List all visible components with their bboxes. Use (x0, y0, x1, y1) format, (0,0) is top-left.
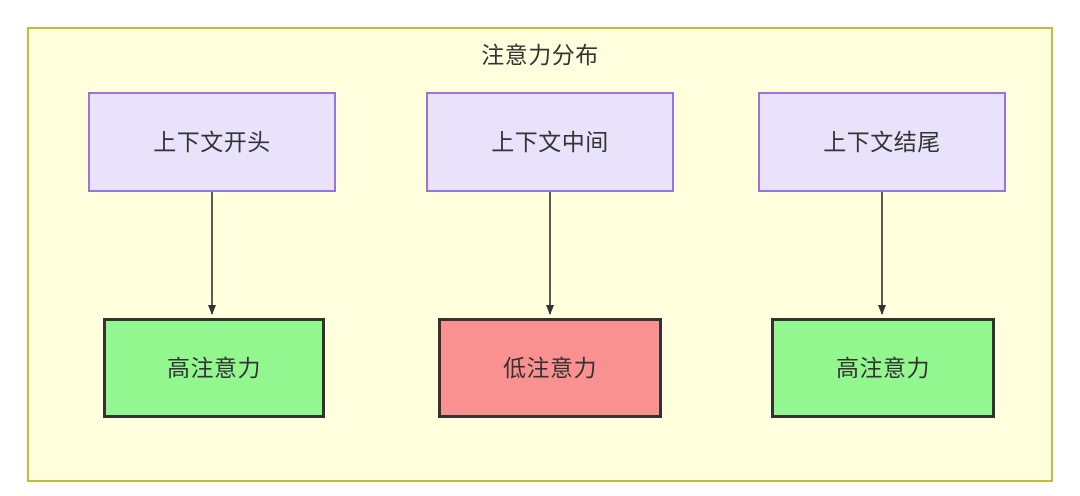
diagram-title: 注意力分布 (481, 42, 599, 68)
node-context-middle[interactable]: 上下文中间 (426, 92, 674, 192)
node-context-end[interactable]: 上下文结尾 (758, 92, 1006, 192)
node-attention-end[interactable]: 高注意力 (771, 318, 995, 418)
node-context-start[interactable]: 上下文开头 (88, 92, 336, 192)
node-attention-middle[interactable]: 低注意力 (438, 318, 662, 418)
node-attention-start[interactable]: 高注意力 (103, 318, 325, 418)
